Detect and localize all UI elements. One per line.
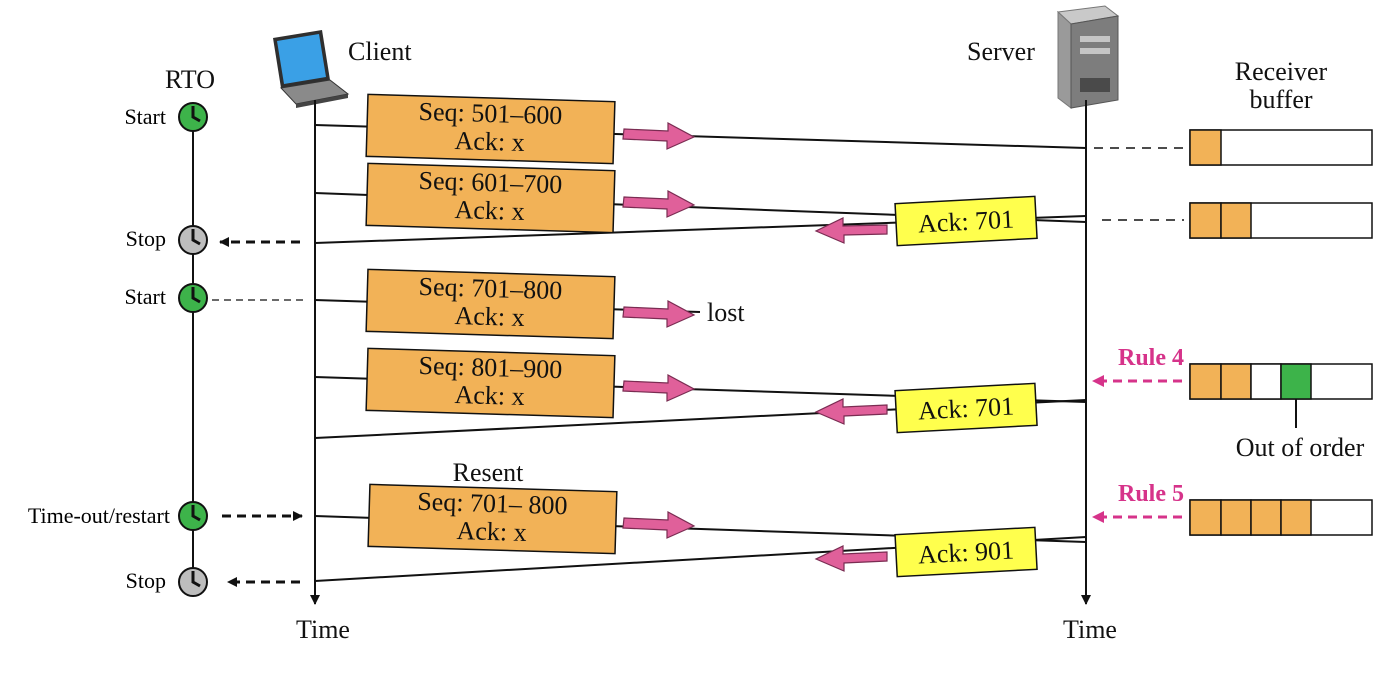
timer-label-1: Start xyxy=(124,104,166,129)
timer-start-2 xyxy=(178,283,208,313)
segment-seq-4: Seq: 801–900 xyxy=(418,351,563,384)
buffer-slot-filled xyxy=(1220,202,1252,239)
ack-arrow-2 xyxy=(814,398,888,425)
client-label: Client xyxy=(348,37,412,66)
rule4-label: Rule 4 xyxy=(1118,345,1184,371)
timer-start-1 xyxy=(178,102,208,132)
receiver-buffer-2 xyxy=(1189,202,1373,239)
segment-seq-5: Seq: 701– 800 xyxy=(417,487,568,520)
ack-text-3: Ack: 901 xyxy=(917,536,1014,570)
segment-ack-1: Ack: x xyxy=(454,126,525,157)
segment-seq-3: Seq: 701–800 xyxy=(418,272,563,305)
server-label: Server xyxy=(967,37,1035,66)
laptop-icon xyxy=(273,30,350,108)
receiver-buffer-1 xyxy=(1189,129,1373,166)
buffer-slot-filled xyxy=(1220,363,1252,400)
segment-arrow-3 xyxy=(622,299,696,328)
buffer-slot-filled xyxy=(1280,499,1312,536)
buffer-slot-empty xyxy=(1250,363,1282,400)
out-of-order-label: Out of order xyxy=(1236,433,1365,462)
segment-arrow-2 xyxy=(622,189,696,218)
ack-box-3: Ack: 901 xyxy=(894,526,1038,578)
server-time-label: Time xyxy=(1063,615,1117,644)
receiver-buffer-3 xyxy=(1189,363,1373,428)
ack-text-2: Ack: 701 xyxy=(917,392,1014,426)
ack-box-1: Ack: 701 xyxy=(894,195,1038,247)
segment-box-2: Seq: 601–700 Ack: x xyxy=(365,162,616,234)
receiver-buffer-label-line1: Receiver xyxy=(1235,57,1328,86)
segment-seq-1: Seq: 501–600 xyxy=(418,97,563,130)
lost-label: lost xyxy=(707,298,745,327)
receiver-buffer-label-line2: buffer xyxy=(1249,85,1312,114)
timer-stop-1 xyxy=(178,225,208,255)
segment-ack-3: Ack: x xyxy=(454,301,525,332)
buffer-slot-filled xyxy=(1220,499,1252,536)
ack-text-1: Ack: 701 xyxy=(917,205,1014,239)
server-icon xyxy=(1056,5,1120,110)
timer-label-4: Time-out/restart xyxy=(28,503,170,528)
rto-label: RTO xyxy=(165,65,215,94)
timer-label-2: Stop xyxy=(126,226,166,251)
segment-box-4: Seq: 801–900 Ack: x xyxy=(365,347,616,419)
segment-ack-5: Ack: x xyxy=(456,516,527,547)
segment-arrow-4 xyxy=(622,373,696,402)
segment-ack-4: Ack: x xyxy=(454,380,525,411)
client-time-label: Time xyxy=(296,615,350,644)
buffer-slot-filled xyxy=(1250,499,1282,536)
buffer-slot-filled xyxy=(1189,363,1222,400)
ack-box-2: Ack: 701 xyxy=(894,382,1038,434)
buffer-slot-out-of-order xyxy=(1280,363,1312,400)
resent-label: Resent xyxy=(453,458,525,487)
buffer-slot-filled xyxy=(1189,202,1222,239)
timer-timeout-restart xyxy=(178,501,208,531)
segment-box-5: Seq: 701– 800 Ack: x xyxy=(367,483,618,555)
segment-arrow-5 xyxy=(622,510,696,539)
segment-seq-2: Seq: 601–700 xyxy=(418,166,563,199)
buffer-slot-filled xyxy=(1189,129,1222,166)
buffer-slot-filled xyxy=(1189,499,1222,536)
rule5-label: Rule 5 xyxy=(1118,481,1184,507)
timer-label-3: Start xyxy=(124,284,166,309)
segment-box-1: Seq: 501–600 Ack: x xyxy=(365,93,616,165)
receiver-buffer-4 xyxy=(1189,499,1373,536)
ack-arrow-1 xyxy=(814,217,888,244)
timer-label-5: Stop xyxy=(126,568,166,593)
segment-arrow-1 xyxy=(622,121,696,150)
timer-stop-2 xyxy=(178,567,208,597)
segment-ack-2: Ack: x xyxy=(454,195,525,226)
ack-arrow-3 xyxy=(814,545,888,572)
segment-box-3: Seq: 701–800 Ack: x xyxy=(365,268,616,340)
